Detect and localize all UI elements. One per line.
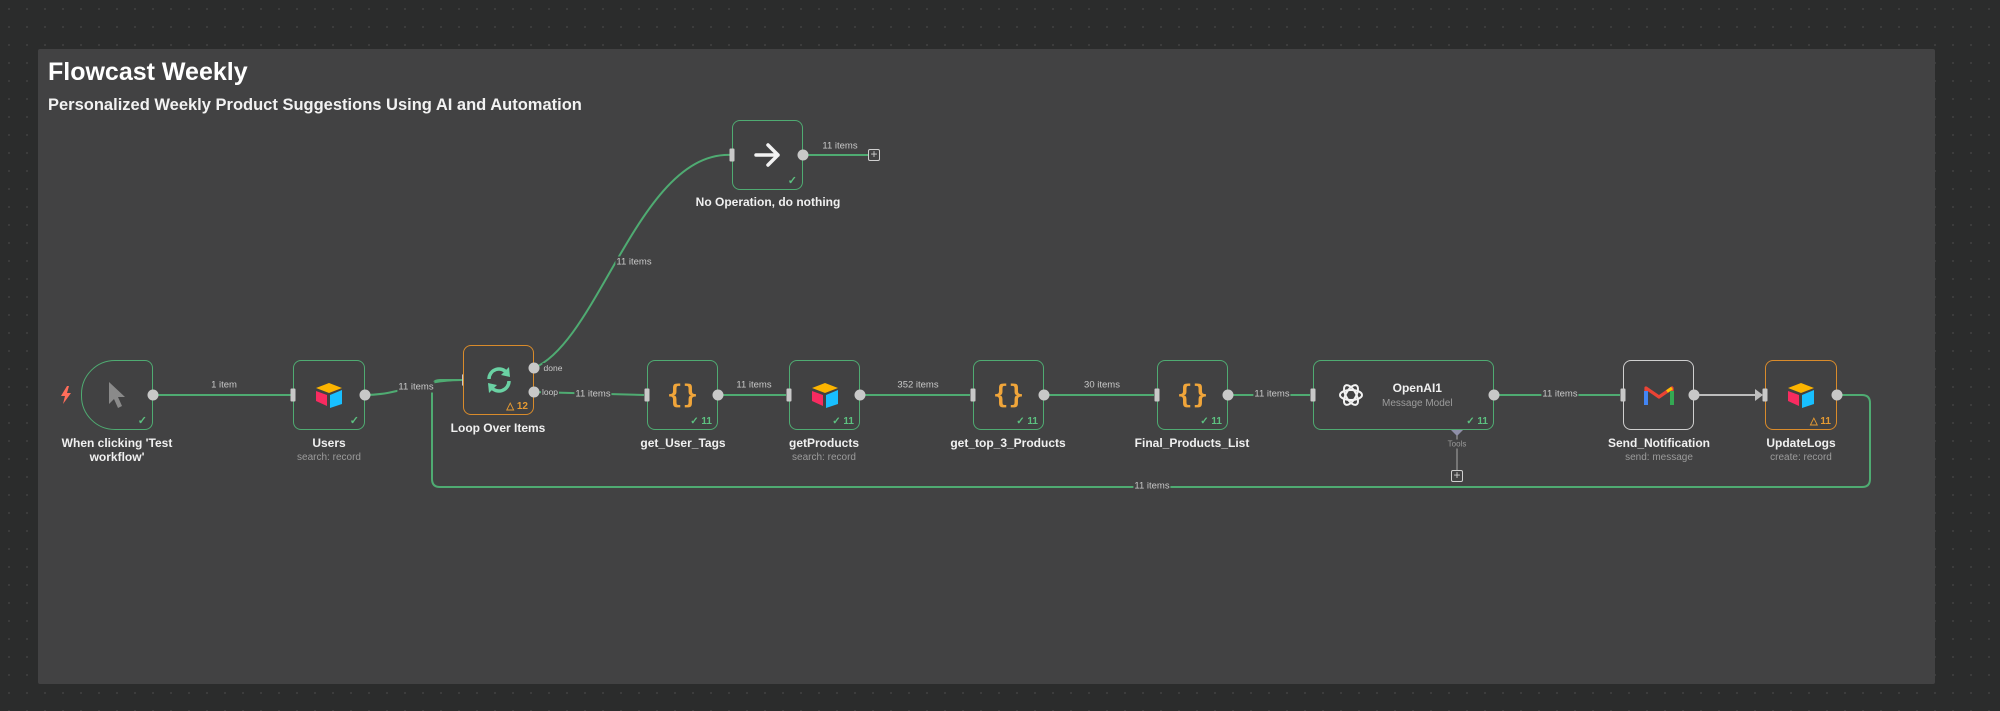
get-products-label: getProducts [788, 436, 860, 450]
update-logs-node[interactable]: △ 11 [1765, 360, 1837, 430]
edge-label: 11 items [1541, 388, 1579, 400]
output-port-done[interactable] [528, 362, 540, 374]
loop-node[interactable]: △ 12 [463, 345, 534, 415]
trigger-label: When clicking 'Test workflow' [62, 436, 173, 464]
edge-label: 11 items [821, 140, 859, 152]
get-products-node[interactable]: ✓ 11 [789, 360, 860, 430]
send-notification-sub: send: message [1625, 452, 1693, 463]
gmail-icon [1643, 386, 1674, 405]
loop-label: Loop Over Items [450, 421, 546, 435]
warning-badge: △ 11 [1809, 416, 1831, 427]
input-port[interactable] [1310, 388, 1316, 402]
cursor-icon [109, 382, 125, 408]
item-count-badge: ✓ 11 [832, 416, 854, 427]
send-notification-label: Send_Notification [1607, 436, 1711, 450]
arrow-head-icon [1755, 389, 1763, 401]
edge-label: 11 items [1133, 480, 1171, 492]
edge-label: 11 items [574, 388, 612, 400]
update-logs-label: UpdateLogs [1766, 436, 1836, 450]
output-port[interactable] [712, 389, 724, 401]
edge-label: 30 items [1083, 379, 1121, 391]
get-user-tags-label: get_User_Tags [640, 436, 726, 450]
openai-sub: Message Model [1382, 398, 1453, 409]
openai-title: OpenAI1 [1392, 381, 1442, 395]
input-port[interactable] [1620, 388, 1626, 402]
success-check-icon: ✓ [137, 415, 147, 427]
input-port[interactable] [729, 148, 735, 162]
item-count-badge: ✓ 11 [1466, 416, 1488, 427]
loop-port-loop-label: loop [540, 387, 560, 397]
output-port[interactable] [854, 389, 866, 401]
trigger-label-line2: workflow' [89, 450, 145, 464]
input-port[interactable] [786, 388, 792, 402]
edge-label: 11 items [615, 256, 653, 268]
output-port-loop[interactable] [528, 386, 540, 398]
update-logs-sub: create: record [1770, 452, 1832, 463]
curly-braces-icon: {} [666, 380, 699, 410]
get-products-sub: search: record [792, 452, 856, 463]
edge-label: 11 items [1253, 388, 1291, 400]
workflow-subtitle: Personalized Weekly Product Suggestions … [48, 96, 582, 114]
users-label: Users [312, 436, 346, 450]
edge-done-noop[interactable] [533, 153, 733, 369]
add-node-button[interactable]: + [868, 148, 880, 161]
warning-badge: △ 12 [506, 401, 528, 412]
output-port[interactable] [1222, 389, 1234, 401]
loop-port-done-label: done [542, 363, 564, 373]
noop-node[interactable]: ✓ [732, 120, 803, 190]
input-port[interactable] [1762, 388, 1768, 402]
users-sub: search: record [297, 452, 361, 463]
get-top3-node[interactable]: {} ✓ 11 [973, 360, 1044, 430]
openai-node[interactable]: OpenAI1 Message Model ✓ 11 [1313, 360, 1494, 430]
edge-label: 11 items [735, 379, 773, 391]
output-port[interactable] [359, 389, 371, 401]
send-notification-node[interactable] [1623, 360, 1694, 430]
final-list-node[interactable]: {} ✓ 11 [1157, 360, 1228, 430]
openai-icon [1339, 384, 1363, 406]
trigger-node[interactable]: ✓ [81, 360, 153, 430]
get-user-tags-node[interactable]: {} ✓ 11 [647, 360, 718, 430]
trigger-bolt-icon [61, 386, 71, 404]
item-count-badge: ✓ 11 [1016, 416, 1038, 427]
curly-braces-icon: {} [992, 380, 1025, 410]
output-port[interactable] [147, 389, 159, 401]
users-node[interactable]: ✓ [293, 360, 365, 430]
input-port[interactable] [1154, 388, 1160, 402]
workflow-title: Flowcast Weekly [48, 58, 248, 86]
trigger-label-line1: When clicking 'Test [61, 436, 173, 450]
input-port[interactable] [970, 388, 976, 402]
item-count-badge: ✓ 11 [690, 416, 712, 427]
tools-label: Tools [1446, 439, 1468, 449]
item-count-badge: ✓ 11 [1200, 416, 1222, 427]
refresh-icon [486, 367, 511, 393]
noop-label: No Operation, do nothing [695, 195, 841, 209]
curly-braces-icon: {} [1176, 380, 1209, 410]
get-top3-label: get_top_3_Products [950, 436, 1066, 450]
edge-label: 352 items [896, 379, 940, 391]
airtable-icon [1788, 383, 1814, 408]
output-port[interactable] [797, 149, 809, 161]
input-port[interactable] [290, 388, 296, 402]
input-port[interactable] [644, 388, 650, 402]
success-check-icon: ✓ [349, 415, 359, 427]
success-check-icon: ✓ [787, 175, 797, 187]
arrow-right-icon [753, 143, 780, 167]
output-port[interactable] [1038, 389, 1050, 401]
add-tool-button[interactable]: + [1451, 469, 1463, 482]
edge-label: 1 item [210, 379, 238, 391]
output-port[interactable] [1688, 389, 1700, 401]
final-list-label: Final_Products_List [1134, 436, 1250, 450]
output-port[interactable] [1831, 389, 1843, 401]
edge-label: 11 items [397, 381, 435, 393]
airtable-icon [316, 383, 342, 408]
output-port[interactable] [1488, 389, 1500, 401]
airtable-icon [811, 383, 838, 408]
